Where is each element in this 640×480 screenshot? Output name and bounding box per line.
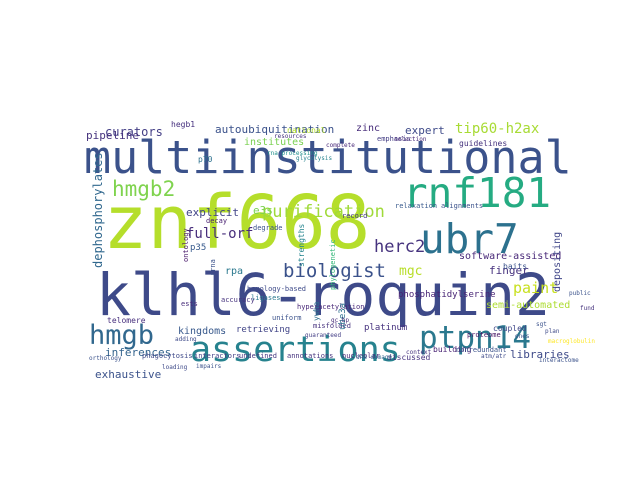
- cloud-word: homology-based: [247, 285, 306, 293]
- cloud-word: dna damage: [356, 354, 393, 361]
- cloud-word: baits: [503, 262, 527, 271]
- cloud-word: ywha: [312, 302, 321, 321]
- cloud-word: nonredundant: [456, 346, 507, 354]
- cloud-word: platinum: [364, 323, 407, 333]
- cloud-word: decay: [206, 217, 227, 225]
- cloud-word: atm/atr: [481, 353, 507, 360]
- cloud-word: exhaustive: [95, 368, 161, 381]
- cloud-word: explicit: [186, 206, 239, 219]
- cloud-word: strengths: [297, 223, 306, 267]
- cloud-word: uniform: [272, 314, 302, 322]
- cloud-word: e3s: [253, 204, 273, 217]
- cloud-word: loading: [162, 364, 188, 371]
- cloud-word: interactors: [194, 352, 240, 360]
- cloud-word: purification: [262, 202, 385, 222]
- cloud-word: annotations: [287, 352, 333, 360]
- cloud-word: accuracy: [221, 296, 255, 304]
- cloud-word: interactome: [539, 357, 579, 364]
- cloud-word: depositing: [552, 232, 563, 292]
- cloud-word: retrieving: [236, 325, 290, 335]
- cloud-word: institutes: [244, 137, 304, 148]
- cloud-word: resources: [274, 133, 307, 140]
- cloud-word: sgt: [536, 321, 547, 328]
- cloud-word: ligases: [251, 294, 281, 302]
- cloud-word: finger: [489, 264, 529, 277]
- cloud-word: full-orf: [186, 226, 253, 242]
- cloud-word: selection: [394, 136, 427, 143]
- cloud-word: kingdoms: [178, 326, 226, 337]
- cloud-word: expert: [405, 124, 445, 137]
- cloud-word: ube3a: [338, 303, 348, 330]
- cloud-word: ones: [515, 333, 530, 340]
- cloud-word: libraries: [510, 348, 570, 361]
- cloud-word: nucleolar: [342, 352, 380, 360]
- cloud-word: plan: [545, 328, 560, 335]
- cloud-word: telomere: [107, 316, 146, 325]
- cloud-word: software-assisted: [459, 251, 561, 262]
- cloud-word: curators: [105, 125, 163, 139]
- cloud-word: tip60-h2ax: [455, 121, 539, 137]
- cloud-word: misfolded: [313, 322, 351, 330]
- cloud-word: adding: [175, 336, 197, 343]
- cloud-word: building: [433, 345, 472, 354]
- cloud-word: ests: [181, 300, 198, 308]
- cloud-word: zinc: [356, 123, 380, 134]
- cloud-word: proteome: [467, 331, 501, 339]
- cloud-word: biologist: [283, 260, 386, 282]
- cloud-word: undefined: [239, 352, 277, 360]
- cloud-word: herc2: [374, 237, 425, 257]
- cloud-word: discussed: [387, 353, 431, 362]
- cloud-word: autoubiquitination: [215, 123, 334, 136]
- cloud-word: rna processing: [267, 150, 318, 157]
- cloud-word: glycolysis: [296, 155, 333, 162]
- cloud-word: semi-automated: [486, 300, 570, 311]
- cloud-word: degrade: [253, 224, 283, 232]
- cloud-word: rpa: [225, 266, 243, 277]
- cloud-word: guaranteed: [305, 332, 342, 339]
- cloud-word: orthology: [89, 355, 122, 362]
- cloud-word: alignments: [441, 202, 483, 210]
- cloud-word: hmgb: [89, 320, 154, 351]
- cloud-word: ubr7: [420, 215, 519, 263]
- cloud-word: inferences: [105, 346, 171, 359]
- cloud-word: assertions: [190, 330, 401, 370]
- cloud-word: record: [342, 212, 367, 220]
- cloud-word: guidelines: [459, 139, 507, 148]
- cloud-word: rrna: [209, 259, 217, 276]
- cloud-word: impairs: [196, 363, 222, 370]
- cloud-word: ontology: [182, 228, 190, 262]
- cloud-word: coupled: [493, 324, 527, 333]
- cloud-word: complete: [326, 142, 355, 149]
- cloud-word: macroglobulin: [548, 338, 595, 345]
- cloud-word: phagocytosis: [142, 352, 193, 360]
- cloud-word: mgc: [399, 264, 422, 279]
- cloud-word: public: [569, 290, 591, 297]
- cloud-word: phosphatidylserine: [398, 290, 496, 300]
- cloud-word: context: [406, 349, 432, 356]
- cloud-word: phylogenetic: [329, 239, 337, 290]
- cloud-word: paint: [513, 279, 558, 297]
- cloud-word: ptpn14: [419, 320, 531, 356]
- cloud-word: emphasis: [377, 135, 411, 143]
- cloud-word: p70: [198, 155, 213, 164]
- cloud-word: gc-bp: [331, 317, 349, 324]
- cloud-word: fund: [580, 305, 595, 312]
- cloud-word: pipeline: [86, 129, 139, 142]
- cloud-word: relaxation: [395, 202, 437, 210]
- cloud-word: hegb1: [171, 120, 195, 129]
- cloud-word: znf668: [103, 180, 370, 266]
- cloud-word: multiinstitutional: [84, 131, 572, 184]
- cloud-word: rnf181: [403, 169, 551, 217]
- cloud-word: p35: [190, 243, 206, 253]
- cloud-word: dephosphorylates: [91, 152, 105, 268]
- cloud-word: national: [287, 126, 326, 135]
- cloud-word: klhl6-roquin2: [96, 261, 550, 329]
- cloud-word: hmgb2: [112, 177, 175, 201]
- cloud-word: hyperacetylation: [297, 303, 364, 311]
